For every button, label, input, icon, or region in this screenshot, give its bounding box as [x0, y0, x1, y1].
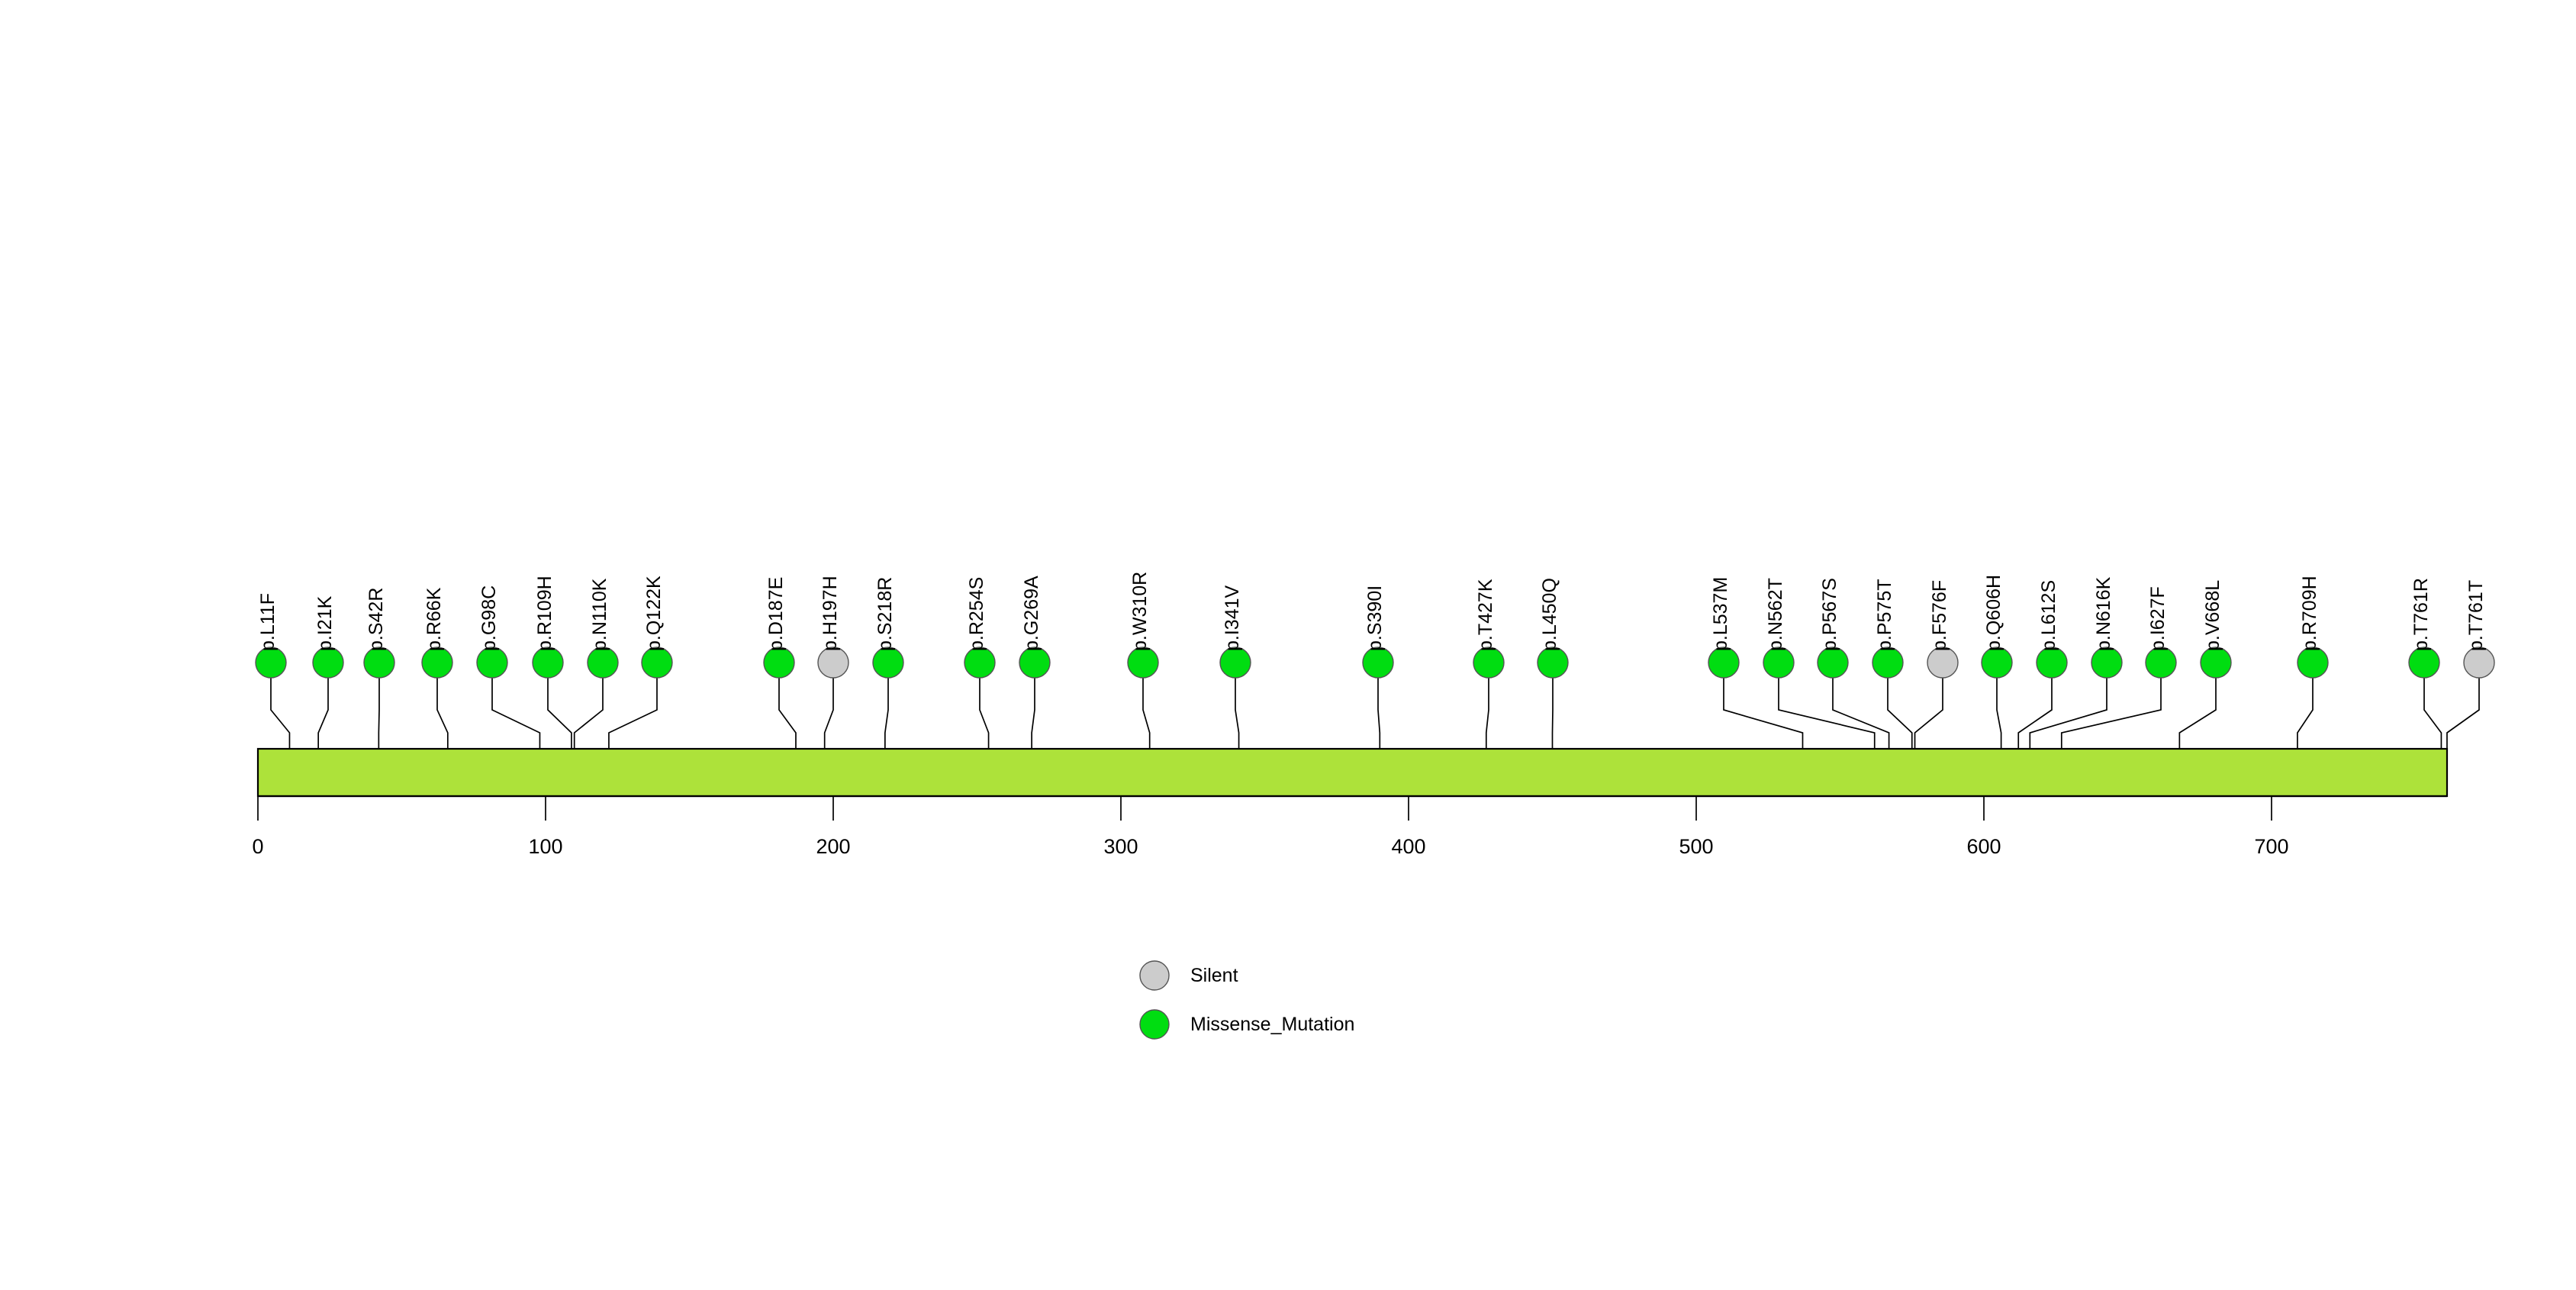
- mutation-label: p.L450Q: [1539, 578, 1560, 651]
- axis-tick-label: 600: [1966, 835, 2001, 858]
- mutation-label: p.T761T: [2465, 579, 2487, 651]
- mutation-label: p.Q122K: [643, 576, 665, 651]
- mutation-label: p.G269A: [1021, 576, 1042, 651]
- legend-label-silent: Silent: [1190, 965, 1238, 986]
- lollipop-head-missense_mutation[interactable]: [763, 647, 795, 679]
- lollipop-head-missense_mutation[interactable]: [1219, 647, 1251, 679]
- mutation-label: p.S42R: [365, 587, 387, 651]
- lollipop-head-missense_mutation[interactable]: [964, 647, 996, 679]
- axis-tick-label: 400: [1391, 835, 1426, 858]
- mutation-label: p.T761R: [2410, 578, 2432, 651]
- lollipop-head-missense_mutation[interactable]: [1763, 647, 1795, 679]
- lollipop-head-missense_mutation[interactable]: [1127, 647, 1159, 679]
- lollipop-head-missense_mutation[interactable]: [2091, 647, 2123, 679]
- lollipop-head-missense_mutation[interactable]: [2036, 647, 2068, 679]
- mutation-label: p.N562T: [1765, 578, 1786, 651]
- lollipop-head-missense_mutation[interactable]: [2408, 647, 2440, 679]
- axis-tick-label: 500: [1679, 835, 1714, 858]
- mutation-label: p.W310R: [1129, 571, 1151, 651]
- lollipop-stem: [2446, 678, 2480, 796]
- protein-domain-bar-group: [256, 747, 2449, 798]
- mutation-label: p.L537M: [1710, 576, 1731, 651]
- position-axis-group: [257, 795, 2447, 821]
- legend-marker-silent[interactable]: [1139, 960, 1170, 991]
- lollipop-head-missense_mutation[interactable]: [1872, 647, 1904, 679]
- lollipop-head-missense_mutation[interactable]: [641, 647, 673, 679]
- lollipop-head-missense_mutation[interactable]: [1019, 647, 1051, 679]
- lollipop-head-silent[interactable]: [817, 647, 849, 679]
- axis-tick-label: 700: [2254, 835, 2289, 858]
- mutation-label: p.L612S: [2038, 579, 2059, 651]
- lollipop-head-missense_mutation[interactable]: [2200, 647, 2232, 679]
- lollipop-head-silent[interactable]: [1927, 647, 1959, 679]
- mutation-label: p.R109H: [534, 576, 555, 651]
- mutation-label: p.V668L: [2202, 579, 2223, 651]
- mutation-label: p.S218R: [874, 576, 896, 651]
- mutation-label: p.R254S: [966, 576, 987, 651]
- mutation-label: p.N110K: [589, 578, 610, 651]
- mutation-label: p.R709H: [2299, 576, 2320, 651]
- lollipop-head-silent[interactable]: [2463, 647, 2495, 679]
- lollipop-head-missense_mutation[interactable]: [872, 647, 904, 679]
- lollipop-head-missense_mutation[interactable]: [1708, 647, 1740, 679]
- mutation-label: p.T427K: [1475, 579, 1496, 651]
- mutation-label: p.F576F: [1929, 579, 1950, 651]
- lollipop-head-missense_mutation[interactable]: [363, 647, 395, 679]
- lollipop-head-missense_mutation[interactable]: [255, 647, 287, 679]
- lollipop-head-missense_mutation[interactable]: [1817, 647, 1849, 679]
- axis-tick-label: 100: [528, 835, 563, 858]
- axis-tick-label: 200: [816, 835, 851, 858]
- mutation-label: p.D187E: [765, 576, 787, 651]
- mutation-label: p.H197H: [819, 576, 841, 651]
- lollipop-head-missense_mutation[interactable]: [2297, 647, 2329, 679]
- mutation-label: p.R66K: [423, 587, 445, 651]
- mutation-label: p.Q606H: [1983, 574, 2004, 651]
- lollipop-head-missense_mutation[interactable]: [1362, 647, 1394, 679]
- lollipop-head-missense_mutation[interactable]: [2145, 647, 2177, 679]
- lollipop-head-missense_mutation[interactable]: [476, 647, 508, 679]
- mutation-label: p.P567S: [1819, 578, 1840, 651]
- legend-markers-group: [1139, 960, 1170, 1040]
- mutation-label: p.S390I: [1364, 585, 1386, 651]
- lollipop-head-missense_mutation[interactable]: [312, 647, 344, 679]
- mutation-label: p.I627F: [2147, 586, 2169, 651]
- lollipop-head-missense_mutation[interactable]: [587, 647, 619, 679]
- lollipop-head-missense_mutation[interactable]: [1981, 647, 2013, 679]
- lollipop-head-missense_mutation[interactable]: [421, 647, 453, 679]
- lollipop-head-missense_mutation[interactable]: [1473, 647, 1505, 679]
- legend-label-missense_mutation: Missense_Mutation: [1190, 1014, 1355, 1035]
- mutation-label: p.G98C: [478, 585, 500, 651]
- lollipop-head-missense_mutation[interactable]: [532, 647, 564, 679]
- lollipop-heads-group: [255, 647, 2495, 679]
- mutation-label: p.N616K: [2093, 576, 2114, 651]
- mutation-label: p.I21K: [314, 595, 336, 651]
- legend-marker-missense_mutation[interactable]: [1139, 1009, 1170, 1040]
- lollipop-head-missense_mutation[interactable]: [1537, 647, 1569, 679]
- axis-tick-label: 300: [1103, 835, 1138, 858]
- mutation-label: p.I341V: [1222, 585, 1243, 651]
- protein-domain-bar: [256, 747, 2449, 798]
- mutation-label: p.P575T: [1874, 579, 1895, 651]
- axis-tick-label: 0: [252, 835, 264, 858]
- mutation-label: p.L11F: [257, 593, 279, 651]
